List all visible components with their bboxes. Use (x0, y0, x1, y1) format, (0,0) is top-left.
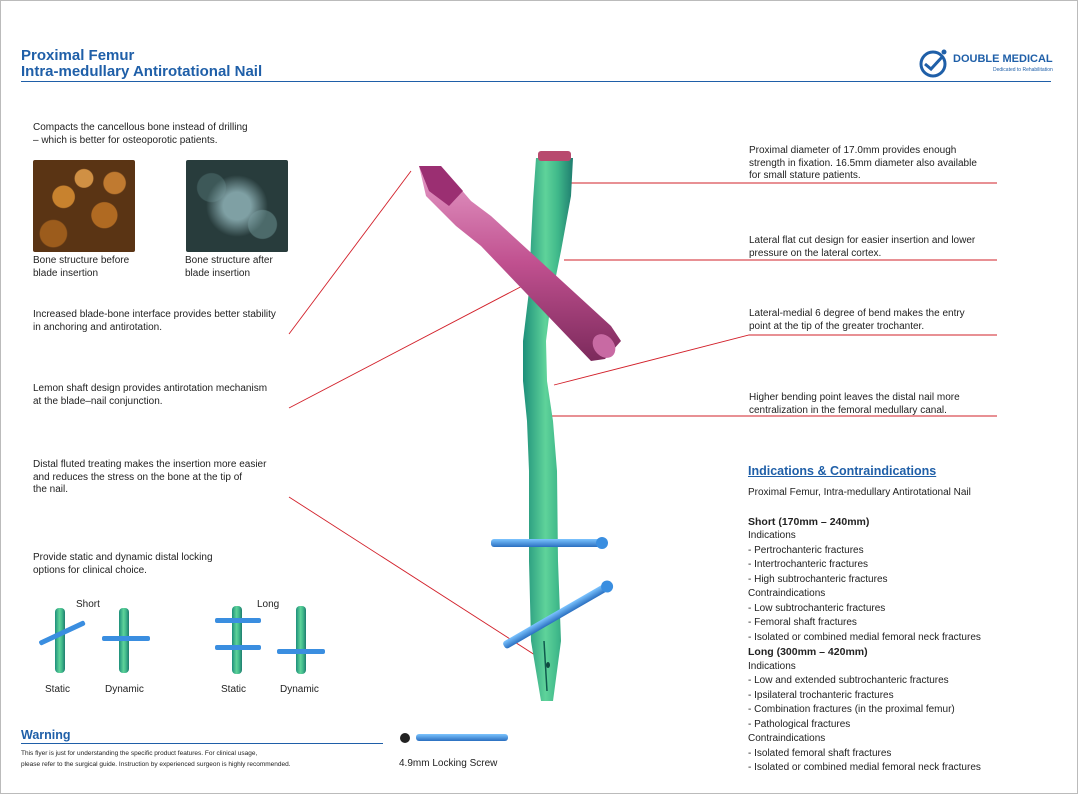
list-item: - Ipsilateral trochanteric fractures (748, 689, 894, 701)
after-caption-line-1: Bone structure after (185, 255, 273, 266)
before-caption-line-2: blade insertion (33, 267, 99, 279)
flat-note-line-1: Lateral flat cut design for easier inser… (749, 235, 976, 246)
locking-screw-sample (400, 733, 508, 743)
short-indications-label: Indications (748, 530, 796, 541)
title-line-1: Proximal Femur (21, 47, 135, 64)
bend-note-line-1: Lateral-medial 6 degree of bend makes th… (749, 308, 965, 319)
double-medical-logo: DOUBLE MEDICAL Dedicated to Rehabilitati… (917, 47, 1057, 79)
warning-divider (21, 743, 383, 744)
flat-note-line-2: pressure on the lateral cortex. (749, 247, 882, 259)
distal-note-line-1: Distal fluted treating makes the inserti… (33, 459, 267, 470)
bone-before-photo (33, 160, 135, 252)
lateral-flat-cut-note: Lateral flat cut design for easier inser… (749, 235, 975, 260)
compacts-line-1: Compacts the cancellous bone instead of … (33, 122, 248, 133)
dynamic-label-short: Dynamic (105, 684, 144, 695)
static-label-short: Static (45, 684, 71, 695)
compacts-line-2: – which is better for osteoporotic patie… (33, 134, 218, 146)
list-item: - Combination fractures (in the proximal… (748, 704, 955, 715)
list-item: - Femoral shaft fractures (748, 617, 857, 628)
blade-note-line-1: Increased blade-bone interface provides … (33, 309, 276, 320)
short-dynamic-thumb (102, 608, 150, 673)
leader-bend (553, 334, 997, 386)
after-caption: Bone structure after blade insertion (185, 255, 273, 280)
short-contraindications-label: Contraindications (748, 588, 826, 599)
indications-heading: Indications & Contraindications (748, 464, 937, 478)
long-label: Long (257, 599, 280, 610)
bend-note-line-2: point at the tip of the greater trochant… (749, 320, 925, 332)
distal-note-line-2: and reduces the stress on the bone at th… (33, 471, 243, 483)
title-line-2: Intra-medullary Antirotational Nail (21, 63, 263, 80)
logo-mark-icon (919, 49, 947, 78)
leader-blade (288, 170, 412, 335)
before-caption-line-1: Bone structure before (33, 255, 130, 266)
list-item: - Isolated femoral shaft fractures (748, 747, 892, 759)
list-item: - Isolated or combined medial femoral ne… (748, 631, 981, 643)
prox-note-line-3: for small stature patients. (749, 170, 861, 181)
screw-caption: 4.9mm Locking Screw (399, 758, 498, 769)
list-item: - Low and extended subtrochanteric fract… (748, 675, 949, 686)
warning-text: This flyer is just for understanding the… (21, 748, 291, 770)
warning-heading: Warning (21, 728, 71, 742)
lemon-note-line-1: Lemon shaft design provides antirotation… (33, 383, 268, 394)
long-dynamic-thumb (277, 606, 325, 674)
leader-lines (288, 170, 997, 665)
short-label: Short (76, 599, 100, 610)
distal-locking-note: Provide static and dynamic distal lockin… (33, 552, 213, 577)
higher-note-line-2: centralization in the femoral medullary … (749, 404, 947, 416)
after-caption-line-2: blade insertion (185, 267, 251, 279)
locking-options-figure (39, 606, 325, 674)
blade-note-line-2: in anchoring and antirotation. (33, 321, 162, 333)
long-contraindications-label: Contraindications (748, 733, 826, 744)
short-heading: Short (170mm – 240mm) (748, 515, 870, 528)
prox-note-line-2: strength in fixation. 16.5mm diameter al… (749, 157, 977, 169)
logo-tagline: Dedicated to Rehabilitation (993, 67, 1053, 73)
lemon-shaft-note: Lemon shaft design provides antirotation… (33, 383, 267, 408)
higher-note-line-1: Higher bending point leaves the distal n… (749, 392, 960, 403)
locking-note-line-2: options for clinical choice. (33, 564, 147, 576)
distal-fluted-note: Distal fluted treating makes the inserti… (33, 459, 266, 497)
long-indications-label: Indications (748, 660, 796, 672)
leader-lemon (288, 282, 529, 409)
bone-after-photo (186, 160, 288, 252)
warning-line-1: This flyer is just for understanding the… (21, 750, 258, 757)
prox-note-line-1: Proximal diameter of 17.0mm provides eno… (749, 145, 957, 156)
long-heading: Long (300mm – 420mm) (748, 646, 868, 658)
compacts-note: Compacts the cancellous bone instead of … (33, 122, 248, 147)
helical-blade (419, 166, 621, 361)
list-item: - Low subtrochanteric fractures (748, 602, 886, 614)
dynamic-label-long: Dynamic (280, 684, 319, 695)
list-item: - Pertrochanteric fractures (748, 544, 864, 556)
before-caption: Bone structure before blade insertion (33, 255, 129, 280)
list-item: - Isolated or combined medial femoral ne… (748, 762, 981, 773)
bending-point-note: Higher bending point leaves the distal n… (749, 392, 960, 417)
screw-head-icon (400, 733, 410, 743)
list-item: - High subtrochanteric fractures (748, 573, 888, 585)
warning-line-2: please refer to the surgical guide. Inst… (21, 761, 291, 768)
proximal-diameter-note: Proximal diameter of 17.0mm provides eno… (749, 145, 977, 183)
long-static-thumb (215, 606, 261, 674)
short-static-thumb (39, 608, 86, 673)
title-divider (21, 81, 1051, 82)
blade-interface-note: Increased blade-bone interface provides … (33, 309, 276, 334)
lemon-note-line-2: at the blade–nail conjunction. (33, 395, 163, 407)
locking-note-line-1: Provide static and dynamic distal lockin… (33, 552, 213, 563)
list-item: - Intertrochanteric fractures (748, 559, 869, 570)
logo-name: DOUBLE MEDICAL (953, 53, 1053, 65)
page-title: Proximal Femur Intra-medullary Antirotat… (21, 48, 262, 80)
bend-note: Lateral-medial 6 degree of bend makes th… (749, 308, 965, 333)
indications-list: Proximal Femur, Intra-medullary Antirota… (748, 486, 1048, 776)
list-item: - Pathological fractures (748, 718, 851, 730)
distal-note-line-3: the nail. (33, 484, 69, 495)
distal-screws (491, 537, 614, 649)
static-label-long: Static (221, 684, 247, 695)
indications-product: Proximal Femur, Intra-medullary Antirota… (748, 487, 971, 498)
leader-distal (288, 496, 550, 665)
